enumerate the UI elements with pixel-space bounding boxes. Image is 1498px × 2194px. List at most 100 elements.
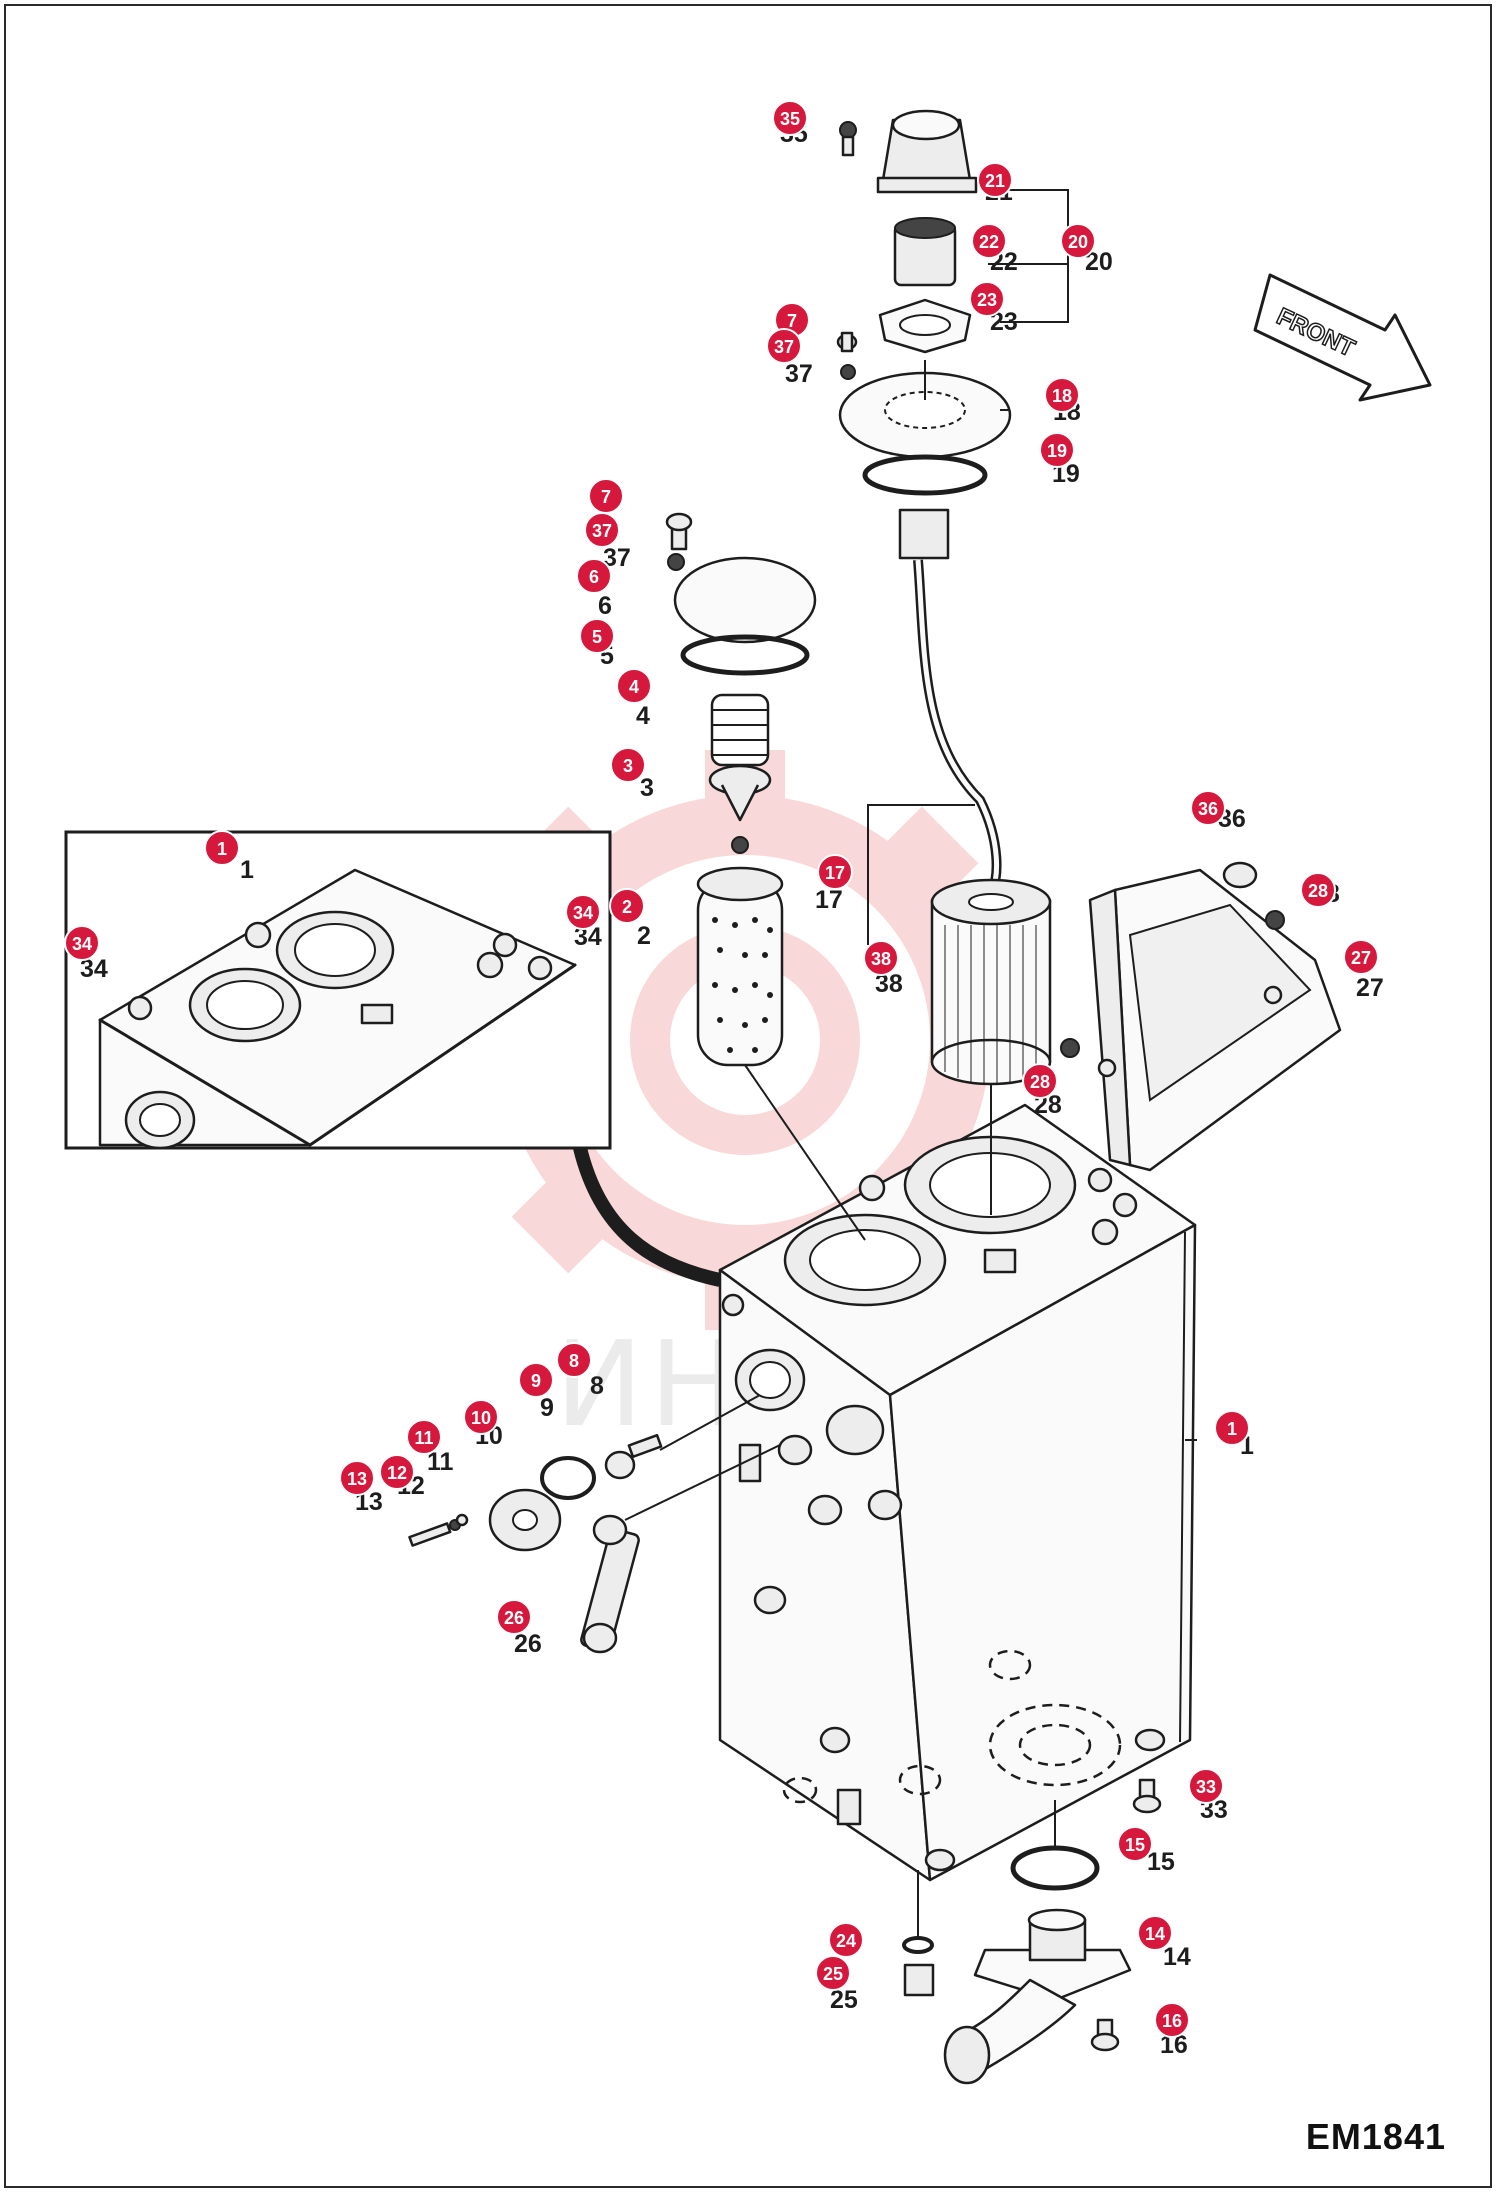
callout-9[interactable]: 9	[518, 1362, 554, 1398]
diagram-frame	[4, 4, 1492, 2188]
callout-number-8: 8	[569, 1351, 579, 1371]
callout-number-28b: 28	[1030, 1072, 1050, 1092]
callout-1b[interactable]: 1	[204, 830, 240, 866]
callout-badge-21	[977, 162, 1013, 198]
callout-38[interactable]: 38	[863, 940, 899, 976]
part-label-4: 4	[636, 702, 650, 730]
callout-1[interactable]: 1	[1214, 1410, 1250, 1446]
callout-5[interactable]: 5	[579, 618, 615, 654]
callout-18[interactable]: 18	[1044, 377, 1080, 413]
callout-35[interactable]: 35	[772, 100, 808, 136]
callout-badge-6	[576, 558, 612, 594]
callout-number-33: 33	[1196, 1777, 1216, 1797]
callout-7[interactable]: 7	[588, 478, 624, 514]
callout-badge-4	[616, 668, 652, 704]
diagram-code: EM1841	[1305, 2116, 1446, 2157]
callout-34b[interactable]: 34	[64, 925, 100, 961]
part-label-37b: 37	[785, 360, 813, 388]
hydraulic-tank	[718, 1103, 1197, 1882]
callout-25[interactable]: 25	[815, 1955, 851, 1991]
callout-badge-33	[1188, 1768, 1224, 1804]
callout-badge-35	[772, 100, 808, 136]
callout-number-38: 38	[871, 949, 891, 969]
callout-10[interactable]: 10	[463, 1399, 499, 1435]
callout-12[interactable]: 12	[379, 1454, 415, 1490]
callout-badge-8	[556, 1342, 592, 1378]
callout-22[interactable]: 22	[971, 223, 1007, 259]
breather-cap-assembly	[836, 109, 1012, 898]
callout-14[interactable]: 14	[1137, 1915, 1173, 1951]
callout-badge-25	[815, 1955, 851, 1991]
callout-number-34: 34	[573, 903, 593, 923]
leader-lines	[867, 189, 1197, 1441]
callout-3[interactable]: 3	[610, 747, 646, 783]
callout-21[interactable]: 21	[977, 162, 1013, 198]
callout-badge-3	[610, 747, 646, 783]
callout-27[interactable]: 27	[1343, 939, 1379, 975]
callout-number-12: 12	[387, 1463, 407, 1483]
part-label-2: 2	[637, 922, 651, 950]
callout-badge-20	[1060, 223, 1096, 259]
callout-number-9: 9	[531, 1371, 541, 1391]
tank-top-detail-inset	[64, 830, 612, 1150]
callout-number-27: 27	[1351, 948, 1371, 968]
callout-number-1b: 1	[217, 839, 227, 859]
callout-11[interactable]: 11	[406, 1419, 442, 1455]
callout-2[interactable]: 2	[609, 888, 645, 924]
callout-badge-17	[817, 854, 853, 890]
callout-28b[interactable]: 28	[1022, 1063, 1058, 1099]
callout-15[interactable]: 15	[1117, 1826, 1153, 1862]
callout-13[interactable]: 13	[339, 1460, 375, 1496]
callout-37b[interactable]: 37	[766, 328, 802, 364]
part-label-8: 8	[590, 1372, 604, 1400]
callout-badge-38	[863, 940, 899, 976]
callout-6[interactable]: 6	[576, 558, 612, 594]
callout-20[interactable]: 20	[1060, 223, 1096, 259]
callout-4[interactable]: 4	[616, 668, 652, 704]
callout-37[interactable]: 37	[584, 512, 620, 548]
part-label-14: 14	[1163, 1943, 1191, 1971]
callout-number-26: 26	[504, 1608, 524, 1628]
callout-number-15: 15	[1125, 1835, 1145, 1855]
callout-badge-10	[463, 1399, 499, 1435]
callout-number-14: 14	[1145, 1924, 1165, 1944]
callout-8[interactable]: 8	[556, 1342, 592, 1378]
callout-26[interactable]: 26	[496, 1599, 532, 1635]
callout-badge-27	[1343, 939, 1379, 975]
part-label-6: 6	[598, 592, 612, 620]
callout-badge-19	[1039, 432, 1075, 468]
part-label-26: 26	[514, 1630, 542, 1658]
callout-badge-5	[579, 618, 615, 654]
callout-number-7b: 7	[787, 311, 797, 331]
callout-number-23: 23	[977, 290, 997, 310]
callout-badge-22	[971, 223, 1007, 259]
callout-33[interactable]: 33	[1188, 1768, 1224, 1804]
callout-number-11: 11	[414, 1428, 433, 1448]
callout-17[interactable]: 17	[817, 854, 853, 890]
callout-number-34b: 34	[72, 934, 92, 954]
callout-16[interactable]: 16	[1154, 2002, 1190, 2038]
callout-19[interactable]: 19	[1039, 432, 1075, 468]
callout-23[interactable]: 23	[969, 281, 1005, 317]
callout-number-22: 22	[979, 232, 999, 252]
callout-badge-28b	[1022, 1063, 1058, 1099]
callout-36[interactable]: 36	[1190, 790, 1226, 826]
callout-number-19: 19	[1047, 441, 1067, 461]
callout-badge-2	[609, 888, 645, 924]
callout-24[interactable]: 24	[828, 1922, 864, 1958]
callout-badge-11	[406, 1419, 442, 1455]
sight-gauge-assembly	[408, 1394, 781, 1654]
callout-28[interactable]: 28	[1300, 872, 1336, 908]
callout-badge-24	[828, 1922, 864, 1958]
part-label-9: 9	[540, 1394, 554, 1422]
part-label-1b: 1	[240, 856, 254, 884]
callout-number-5: 5	[592, 627, 602, 647]
callout-badge-34	[565, 894, 601, 930]
callout-34[interactable]: 34	[565, 894, 601, 930]
callout-badge-18	[1044, 377, 1080, 413]
callout-badge-36	[1190, 790, 1226, 826]
callout-number-37: 37	[592, 521, 612, 541]
callout-number-16: 16	[1162, 2011, 1182, 2031]
callout-badge-34b	[64, 925, 100, 961]
callout-number-7: 7	[601, 487, 611, 507]
